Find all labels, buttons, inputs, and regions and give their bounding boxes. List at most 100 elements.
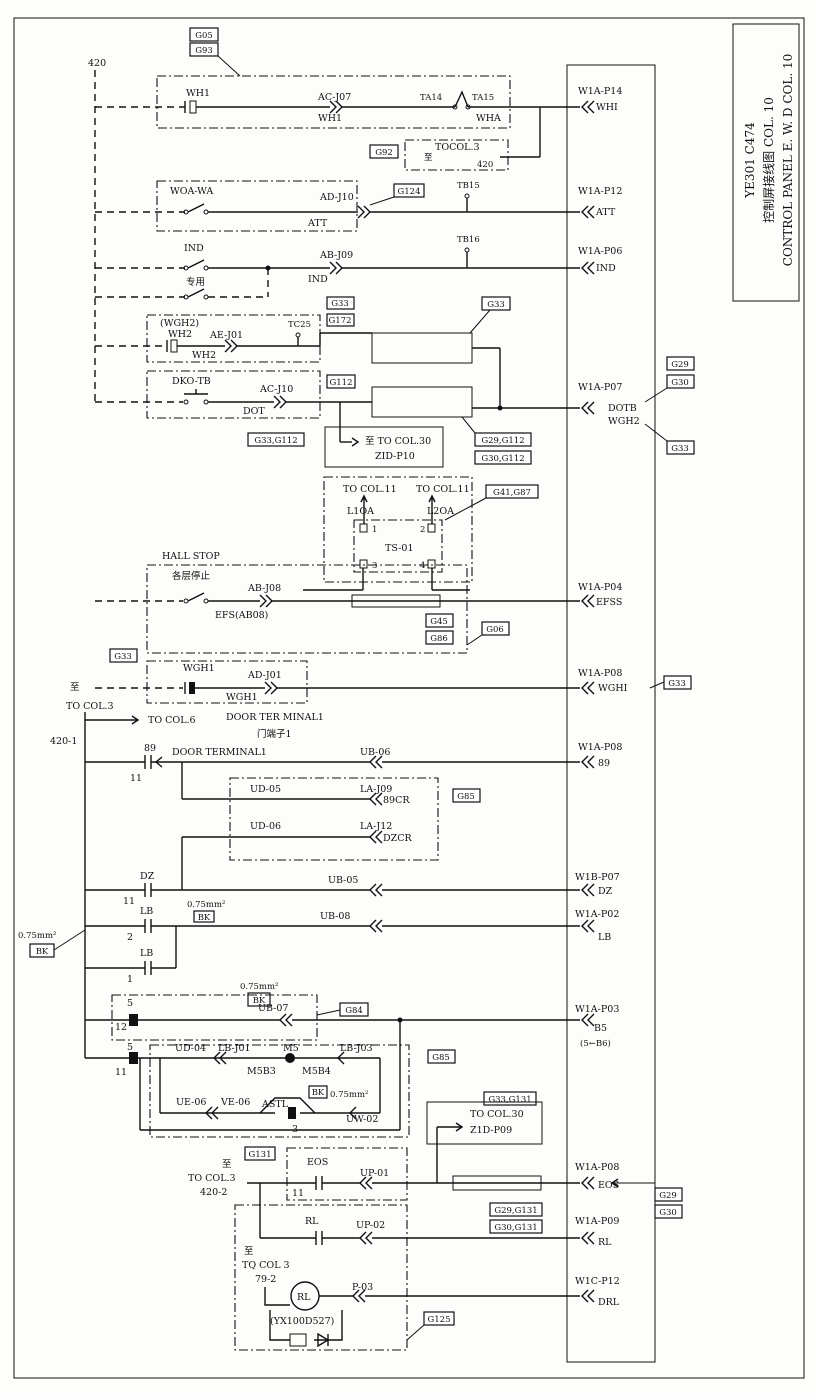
label-gecengtingzhi: 各层停止	[172, 570, 211, 582]
tag-g30b	[654, 1204, 683, 1219]
label-dz: DZ	[140, 871, 155, 882]
box-g33-upper	[371, 332, 473, 364]
leader-g33c	[644, 423, 668, 442]
box-dot	[146, 370, 321, 419]
diode	[317, 1332, 330, 1348]
label-dot: DOT	[243, 406, 265, 417]
label-woawa: WOA-WA	[170, 186, 213, 197]
box-zid10	[324, 426, 444, 468]
tag-g33g131-text: G33,G131	[488, 1095, 531, 1105]
tag-bk4-text: BK	[312, 1088, 325, 1098]
label-zidp10: ZID-P10	[375, 451, 415, 462]
arrow-l1oa	[360, 494, 368, 524]
plug-adj01	[264, 681, 278, 695]
plug-ub07	[279, 1013, 293, 1027]
plug-w1ap06	[581, 261, 595, 275]
tag-g92-text: G92	[375, 148, 393, 158]
label-n11c: 11	[115, 1067, 127, 1078]
plug-aej01	[224, 339, 238, 353]
label-tocol11a: TO COL.11	[343, 484, 397, 495]
label-yx100: (YX100D527)	[270, 1316, 334, 1327]
tag-g86-text: G86	[430, 634, 448, 644]
label-wh2: WH2	[168, 329, 192, 340]
plug-w1cp12	[581, 1289, 595, 1303]
label-ud05: UD-05	[250, 784, 281, 795]
label-w1ap06: W1A-P06	[578, 246, 622, 257]
label-lbj01: LB-J01	[218, 1043, 251, 1054]
label-wgh1b: WGH1	[226, 692, 258, 703]
resistor	[289, 1333, 307, 1347]
plug-ub06	[369, 755, 383, 769]
label-att: ATT	[307, 218, 328, 229]
label-p03: P-03	[352, 1282, 373, 1293]
label-menduanzi: 门端子1	[257, 728, 292, 740]
pb-dkotb-t2	[203, 399, 209, 405]
title-en: CONTROL PANEL E. W. D COL. 10	[781, 54, 795, 266]
plug-ue06	[205, 1106, 219, 1120]
label-b5: B5	[594, 1023, 607, 1034]
label-w1ap04: W1A-P04	[578, 582, 622, 593]
box-wh1	[156, 75, 511, 129]
switch-ind	[187, 259, 205, 269]
tag-g85b	[427, 1049, 456, 1064]
leader-g33b	[469, 309, 491, 334]
label-wh2b: WH2	[192, 350, 216, 361]
tag-g172-text: G172	[328, 316, 351, 326]
tag-bk2	[29, 943, 55, 958]
tag-g30g131	[489, 1219, 543, 1234]
term-tc25	[295, 332, 301, 338]
label-n2: 2	[127, 932, 133, 943]
contact-b5-a	[129, 1014, 138, 1026]
tag-g06-text: G06	[486, 625, 504, 635]
tag-g05-text: G05	[195, 31, 213, 41]
tag-g131	[244, 1146, 276, 1161]
tag-g33d-text: G33	[114, 652, 132, 662]
label-drl: DRL	[598, 1297, 620, 1308]
label-wgh2: WGH2	[608, 416, 640, 427]
arrow-eos-ext	[610, 1178, 619, 1188]
label-indb: IND	[308, 274, 328, 285]
box-hallstop	[146, 564, 468, 654]
plug-laj12	[369, 830, 383, 844]
tag-bk4	[308, 1085, 328, 1099]
tag-g125-text: G125	[427, 1315, 450, 1325]
plug-w1ap08a	[581, 681, 595, 695]
tag-g30g131-text: G30,G131	[494, 1223, 537, 1233]
label-tocol30b: TO COL.30	[470, 1109, 524, 1120]
tag-g33e-text: G33	[668, 679, 686, 689]
tag-g05	[189, 27, 219, 42]
pin-1	[359, 523, 368, 533]
term-tb16	[464, 247, 470, 253]
label-rl: RL	[305, 1216, 319, 1227]
leader-g124	[369, 196, 395, 206]
label-indr: IND	[596, 263, 616, 274]
label-tb15: TB15	[457, 181, 480, 191]
label-pin2: 2	[420, 525, 425, 535]
pin-2	[427, 523, 436, 533]
leader-g29g112	[461, 416, 476, 434]
label-pin1: 1	[372, 525, 377, 535]
label-ub05: UB-05	[328, 875, 358, 886]
label-astl: ASTL	[261, 1099, 289, 1110]
plug-w1ap14	[581, 100, 595, 114]
contact-wh2-b	[170, 339, 178, 353]
tag-g33c-text: G33	[671, 444, 689, 454]
label-4202: 420-2	[200, 1187, 227, 1198]
title-block	[732, 23, 800, 302]
tag-g33g112	[247, 432, 305, 447]
arrow-89	[154, 756, 163, 768]
tag-bk1	[193, 910, 215, 923]
label-attr: ATT	[595, 207, 616, 218]
wire-rl-coil-a	[264, 1287, 290, 1306]
tag-g29g131	[489, 1202, 543, 1217]
plug-abj08	[259, 594, 273, 608]
tag-g112	[326, 374, 356, 389]
tag-g125	[423, 1311, 455, 1326]
tag-g30a	[666, 374, 695, 389]
contact-m5-a	[129, 1052, 138, 1064]
switch-efs	[187, 592, 205, 602]
label-ue06: UE-06	[176, 1097, 206, 1108]
label-n1: 1	[127, 974, 133, 985]
